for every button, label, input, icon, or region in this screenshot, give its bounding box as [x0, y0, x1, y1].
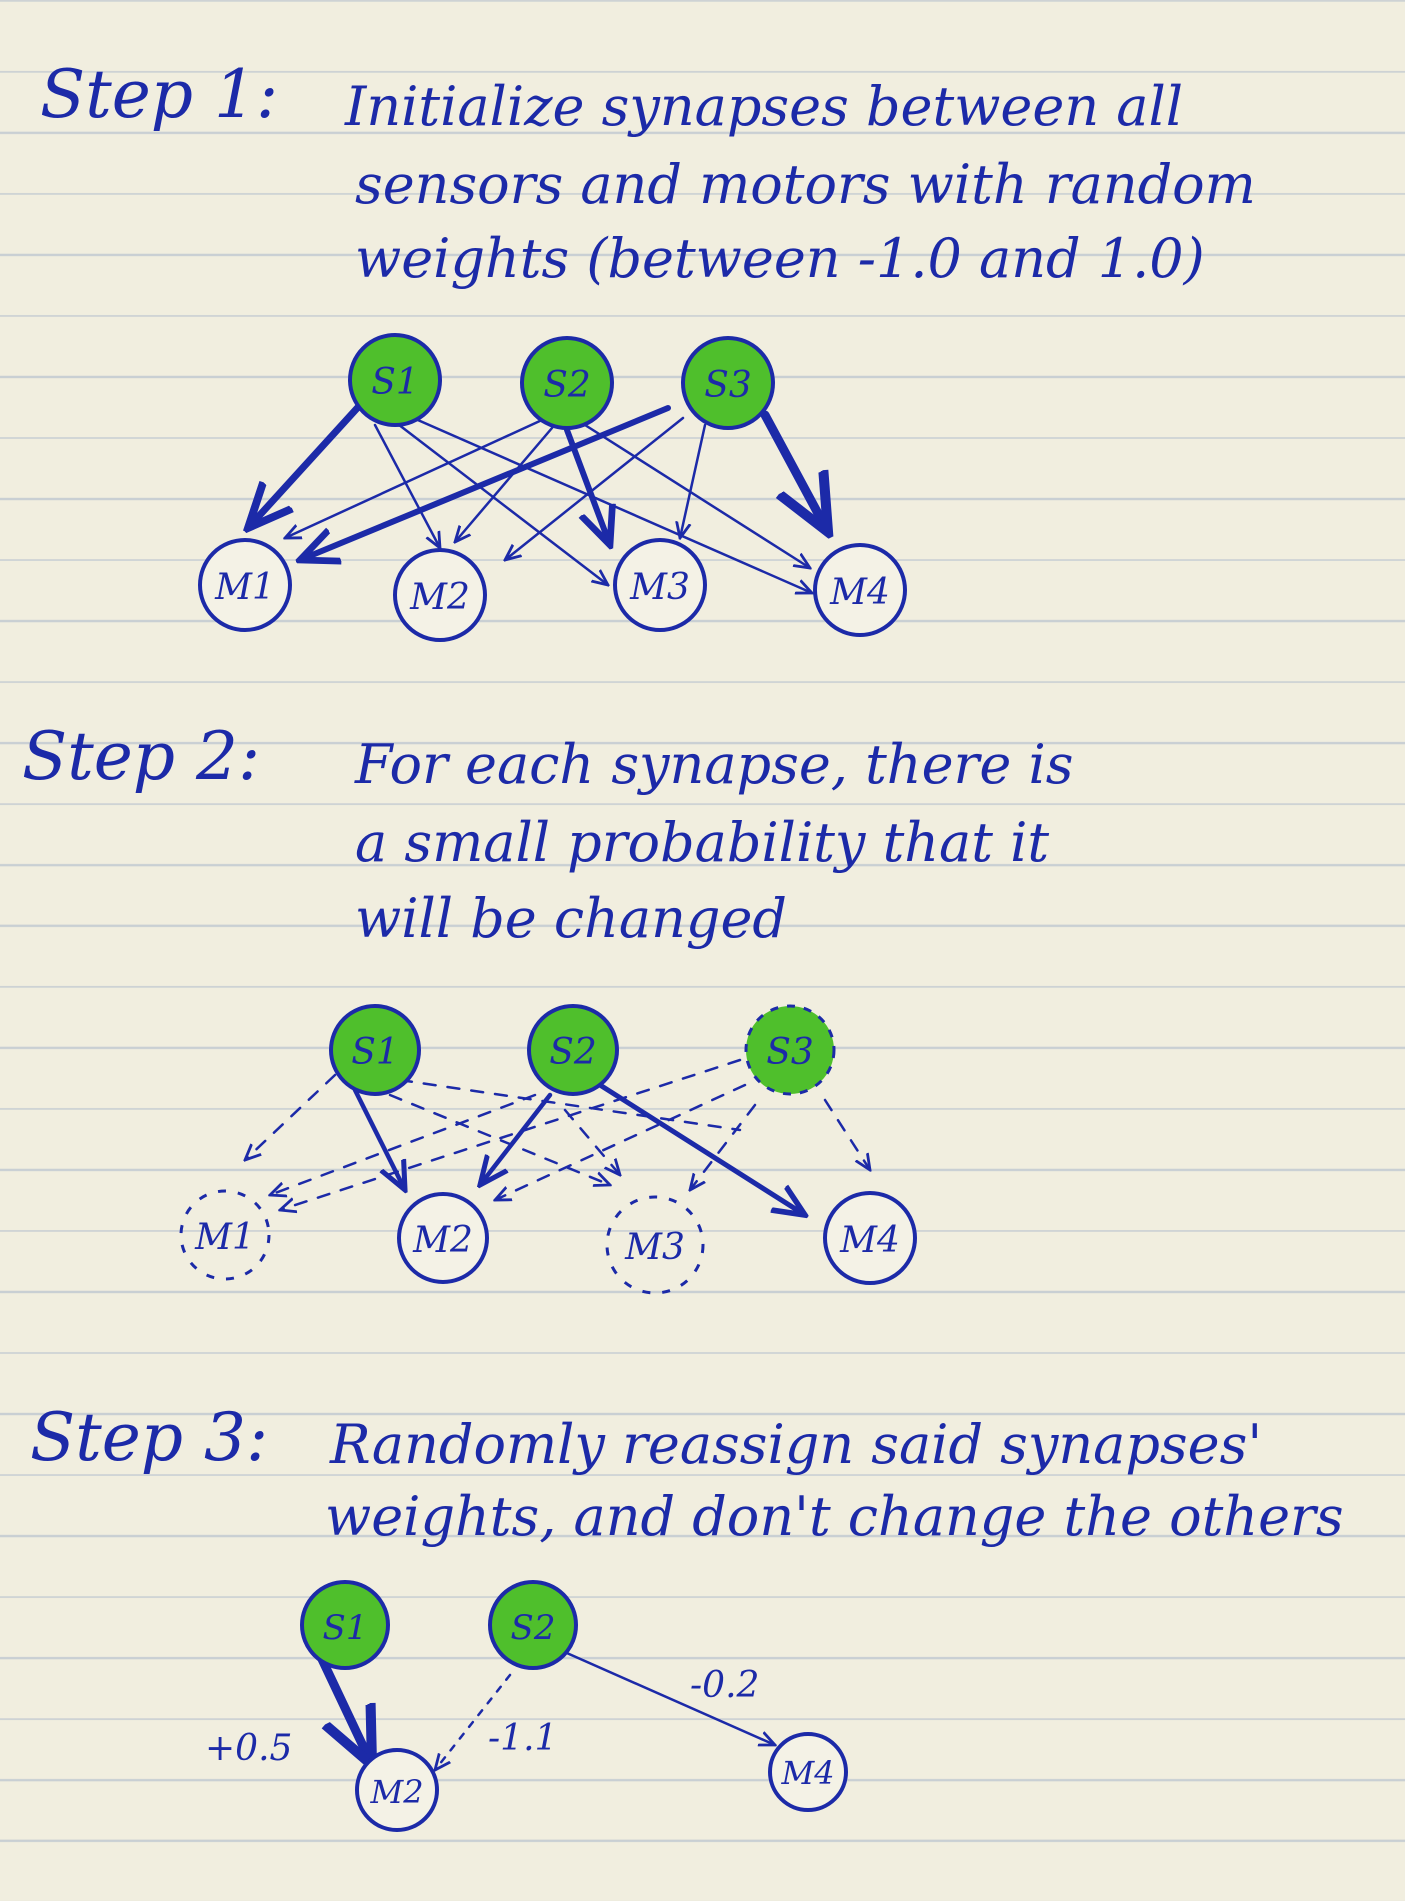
motor-node-m2 — [397, 1192, 489, 1284]
edge-s3-m2 — [505, 416, 685, 560]
sensor-label-s1: S1 — [351, 1032, 399, 1073]
edge-s3-m3 — [680, 423, 707, 538]
sensor-node-s1 — [300, 1580, 390, 1670]
sensor-node-s1 — [348, 333, 442, 427]
step-1-line-2: sensors and motors with random — [355, 153, 1256, 216]
edge-s1-m1 — [248, 401, 364, 528]
edge-s1-m4 — [398, 1078, 742, 1132]
step-1-nodes: S1 S2 S3 M1 M2 M3 M4 — [198, 333, 907, 642]
sensor-label-s2: S2 — [511, 1608, 556, 1648]
motor-label-m4: M4 — [780, 1754, 834, 1792]
step-1-label: Step 1: — [40, 56, 279, 133]
sensor-label-s2: S2 — [549, 1032, 597, 1073]
step-1-network — [248, 401, 828, 593]
motor-label-m3: M3 — [624, 1227, 685, 1268]
sensor-label-s3: S3 — [704, 365, 752, 406]
edge-s2-m1 — [285, 418, 544, 538]
step-2-line-1: For each synapse, there is — [355, 733, 1074, 796]
motor-node-m1 — [179, 1189, 271, 1281]
edge-s1-m2 — [315, 1650, 372, 1765]
sensor-label-s1: S1 — [371, 362, 419, 403]
weight-label-s1-m2: +0.5 — [205, 1728, 292, 1769]
sensor-label-s3: S3 — [766, 1032, 814, 1073]
step-3-line-2: weights, and don't change the others — [325, 1485, 1344, 1548]
motor-node-m2 — [355, 1748, 439, 1832]
edge-s2-m4 — [583, 423, 810, 568]
step-1-line-1: Initialize synapses between all — [345, 75, 1184, 138]
edge-s3-m4 — [760, 410, 828, 532]
motor-node-m2 — [393, 548, 487, 642]
edge-s2-m2 — [480, 1092, 553, 1185]
edge-s3-m4 — [823, 1098, 870, 1170]
motor-label-m1: M1 — [194, 1217, 255, 1258]
motor-label-m2: M2 — [409, 577, 470, 618]
weight-label-s2-m2: -1.1 — [488, 1718, 557, 1759]
edge-s1-m1 — [245, 1073, 337, 1160]
step-2-nodes: S1 S2 S3 M1 M2 M3 M4 — [179, 1004, 917, 1295]
motor-label-m3: M3 — [629, 567, 690, 608]
step-2-network — [245, 1058, 870, 1215]
step-3-nodes: S1 S2 M2 M4 +0.5 -1.1 -0.2 — [205, 1580, 848, 1832]
edge-s2-m1 — [270, 1093, 537, 1195]
motor-label-m4: M4 — [839, 1220, 900, 1261]
motor-node-m4 — [823, 1191, 917, 1285]
weight-label-s2-m4: -0.2 — [690, 1665, 759, 1706]
edge-s2-m3 — [563, 1108, 620, 1175]
edge-s3-m1 — [300, 405, 671, 560]
edge-s1-m4 — [393, 408, 812, 593]
motor-node-m1 — [198, 538, 292, 632]
edge-s3-m2 — [495, 1083, 747, 1200]
step-1-line-3: weights (between -1.0 and 1.0) — [355, 227, 1205, 290]
sensor-node-s3 — [744, 1004, 836, 1096]
step-3-network — [315, 1648, 775, 1770]
motor-label-m2: M2 — [412, 1220, 473, 1261]
edge-s3-m3 — [690, 1103, 757, 1190]
step-3-label: Step 3: — [30, 1399, 269, 1476]
motor-node-m3 — [605, 1195, 705, 1295]
sensor-label-s2: S2 — [543, 365, 591, 406]
step-3-line-1: Randomly reassign said synapses' — [330, 1413, 1263, 1476]
step-2-label: Step 2: — [22, 718, 261, 795]
sensor-node-s1 — [329, 1004, 421, 1096]
step-2-line-2: a small probability that it — [355, 811, 1050, 874]
sensor-node-s2 — [520, 336, 614, 430]
edge-s2-m2 — [455, 426, 554, 542]
edge-s2-m2 — [435, 1673, 512, 1770]
motor-label-m2: M2 — [369, 1773, 423, 1811]
edge-s1-m3 — [388, 1093, 610, 1185]
step-2-line-3: will be changed — [355, 887, 787, 950]
edge-s1-m3 — [388, 416, 608, 585]
edge-s2-m4 — [597, 1082, 805, 1215]
sensor-node-s2 — [527, 1004, 619, 1096]
sensor-node-s2 — [488, 1580, 578, 1670]
motor-node-m4 — [813, 543, 907, 637]
edge-s1-m2 — [373, 423, 440, 548]
edge-s2-m4 — [558, 1648, 775, 1745]
motor-label-m1: M1 — [214, 567, 275, 608]
motor-node-m3 — [613, 538, 707, 632]
edge-s3-m1 — [280, 1058, 742, 1210]
motor-node-m4 — [768, 1732, 848, 1812]
edge-s1-m2 — [352, 1087, 405, 1190]
sensor-label-s1: S1 — [323, 1608, 368, 1648]
sensor-node-s3 — [681, 336, 775, 430]
motor-label-m4: M4 — [829, 572, 890, 613]
